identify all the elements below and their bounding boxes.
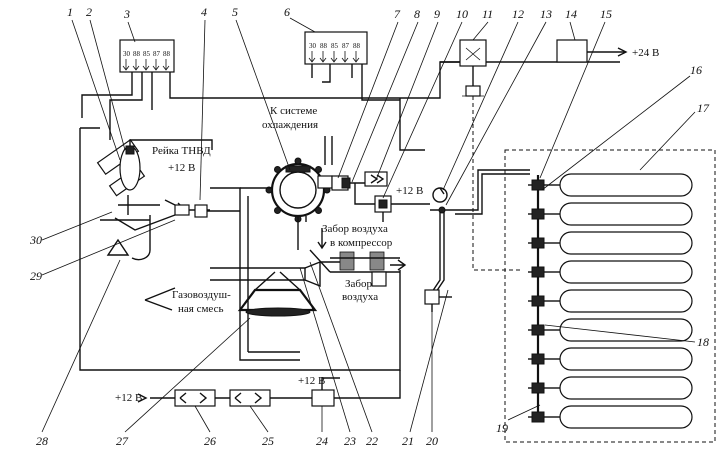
callout-23: 23 bbox=[344, 434, 356, 448]
relay-pin-label: 87 bbox=[153, 50, 161, 58]
plus12-label-bottom-left: +12 В bbox=[115, 392, 142, 404]
gas-cylinder bbox=[528, 202, 693, 226]
callout-26: 26 bbox=[204, 434, 216, 448]
callout-28: 28 bbox=[36, 434, 48, 448]
callout-18: 18 bbox=[697, 335, 709, 349]
relay-pin-arrow bbox=[341, 51, 349, 63]
pressure-gauge-12 bbox=[432, 187, 448, 203]
callout-29: 29 bbox=[30, 269, 42, 283]
callout-15: 15 bbox=[600, 7, 612, 21]
reducer-bolt bbox=[315, 207, 323, 215]
air-intake-label-1: Забор bbox=[345, 278, 372, 290]
callout-8: 8 bbox=[414, 7, 420, 21]
relay-pin-label: 85 bbox=[143, 50, 151, 58]
reducer-bolt bbox=[273, 165, 281, 173]
relay-pin-arrow bbox=[162, 59, 170, 71]
gas-cylinder bbox=[528, 318, 693, 342]
plus24-label: +24 В bbox=[632, 47, 659, 59]
gas-cylinder bbox=[528, 347, 693, 371]
callout-27: 27 bbox=[116, 434, 129, 448]
reducer-bolt bbox=[315, 165, 323, 173]
plus12-label-rail: +12 В bbox=[168, 162, 195, 174]
callout-16: 16 bbox=[690, 63, 702, 77]
relay-11 bbox=[459, 39, 487, 67]
callout-9: 9 bbox=[434, 7, 440, 21]
relay-pin-label: 88 bbox=[353, 42, 361, 50]
gas-reducer-5 bbox=[265, 157, 331, 223]
relay-pin-label: 88 bbox=[320, 42, 328, 50]
callout-4: 4 bbox=[201, 5, 207, 19]
relay-pin-arrow bbox=[330, 51, 338, 63]
air-compressor-label-2: в компрессор bbox=[330, 237, 393, 249]
callout-5: 5 bbox=[232, 5, 238, 19]
callout-19: 19 bbox=[496, 421, 508, 435]
rail-label: Рейка ТНВД bbox=[152, 145, 211, 157]
relay-pin-label: 85 bbox=[331, 42, 339, 50]
switch-24 bbox=[311, 389, 335, 407]
callout-14: 14 bbox=[565, 7, 577, 21]
relay-pin-label: 88 bbox=[133, 50, 141, 58]
gas-cylinder bbox=[528, 289, 693, 313]
relay-pin-label: 30 bbox=[309, 42, 317, 50]
callout-11: 11 bbox=[482, 7, 493, 21]
gas-cylinder bbox=[528, 173, 693, 197]
gas-cylinder bbox=[528, 376, 693, 400]
reducer-bolt bbox=[294, 157, 302, 165]
relay-pin-arrow bbox=[319, 51, 327, 63]
callout-25: 25 bbox=[262, 434, 274, 448]
callout-21: 21 bbox=[402, 434, 414, 448]
relay-pin-label: 88 bbox=[163, 50, 171, 58]
relay-pin-arrow bbox=[308, 51, 316, 63]
relay-pin-arrow bbox=[142, 59, 150, 71]
callout-30: 30 bbox=[29, 233, 42, 247]
plus12-label-valve: +12 В bbox=[396, 185, 423, 197]
gas-cylinder bbox=[528, 231, 693, 255]
air-intake-label-2: воздуха bbox=[342, 291, 378, 303]
callout-10: 10 bbox=[456, 7, 468, 21]
relay-pin-arrow bbox=[132, 59, 140, 71]
cylinder-bank-frame bbox=[504, 149, 716, 443]
air-compressor-label-1: Забор воздуха bbox=[322, 223, 388, 235]
callout-13: 13 bbox=[540, 7, 552, 21]
callout-20: 20 bbox=[426, 434, 438, 448]
relay-pin-arrow bbox=[122, 59, 130, 71]
relay-pin-arrow bbox=[152, 59, 160, 71]
cooling-label-2: охлаждения bbox=[262, 119, 318, 131]
callout-1: 1 bbox=[67, 5, 73, 19]
callout-6: 6 bbox=[284, 5, 290, 19]
relay-pin-label: 30 bbox=[123, 50, 131, 58]
callout-22: 22 bbox=[366, 434, 378, 448]
reducer-bolt bbox=[273, 207, 281, 215]
fuse-14 bbox=[556, 39, 588, 63]
relay-pin-label: 87 bbox=[342, 42, 350, 50]
plus12-label-bottom-mid: +12 В bbox=[298, 375, 325, 387]
callout-7: 7 bbox=[394, 7, 401, 21]
valve-7 bbox=[317, 175, 333, 189]
relay-pin-arrow bbox=[352, 51, 360, 63]
callout-3: 3 bbox=[123, 7, 130, 21]
valve-20 bbox=[424, 289, 440, 305]
callout-2: 2 bbox=[86, 5, 92, 19]
gas-air-mix-label-2: ная смесь bbox=[178, 303, 223, 315]
gas-air-mix-label-1: Газовоздуш- bbox=[172, 289, 231, 301]
cooling-label-1: К системе bbox=[270, 105, 317, 117]
callout-12: 12 bbox=[512, 7, 524, 21]
injection-pump-unit bbox=[96, 138, 176, 261]
gas-cylinder bbox=[528, 260, 693, 284]
callout-24: 24 bbox=[316, 434, 328, 448]
gas-cylinder bbox=[528, 405, 693, 429]
callout-17: 17 bbox=[697, 101, 710, 115]
